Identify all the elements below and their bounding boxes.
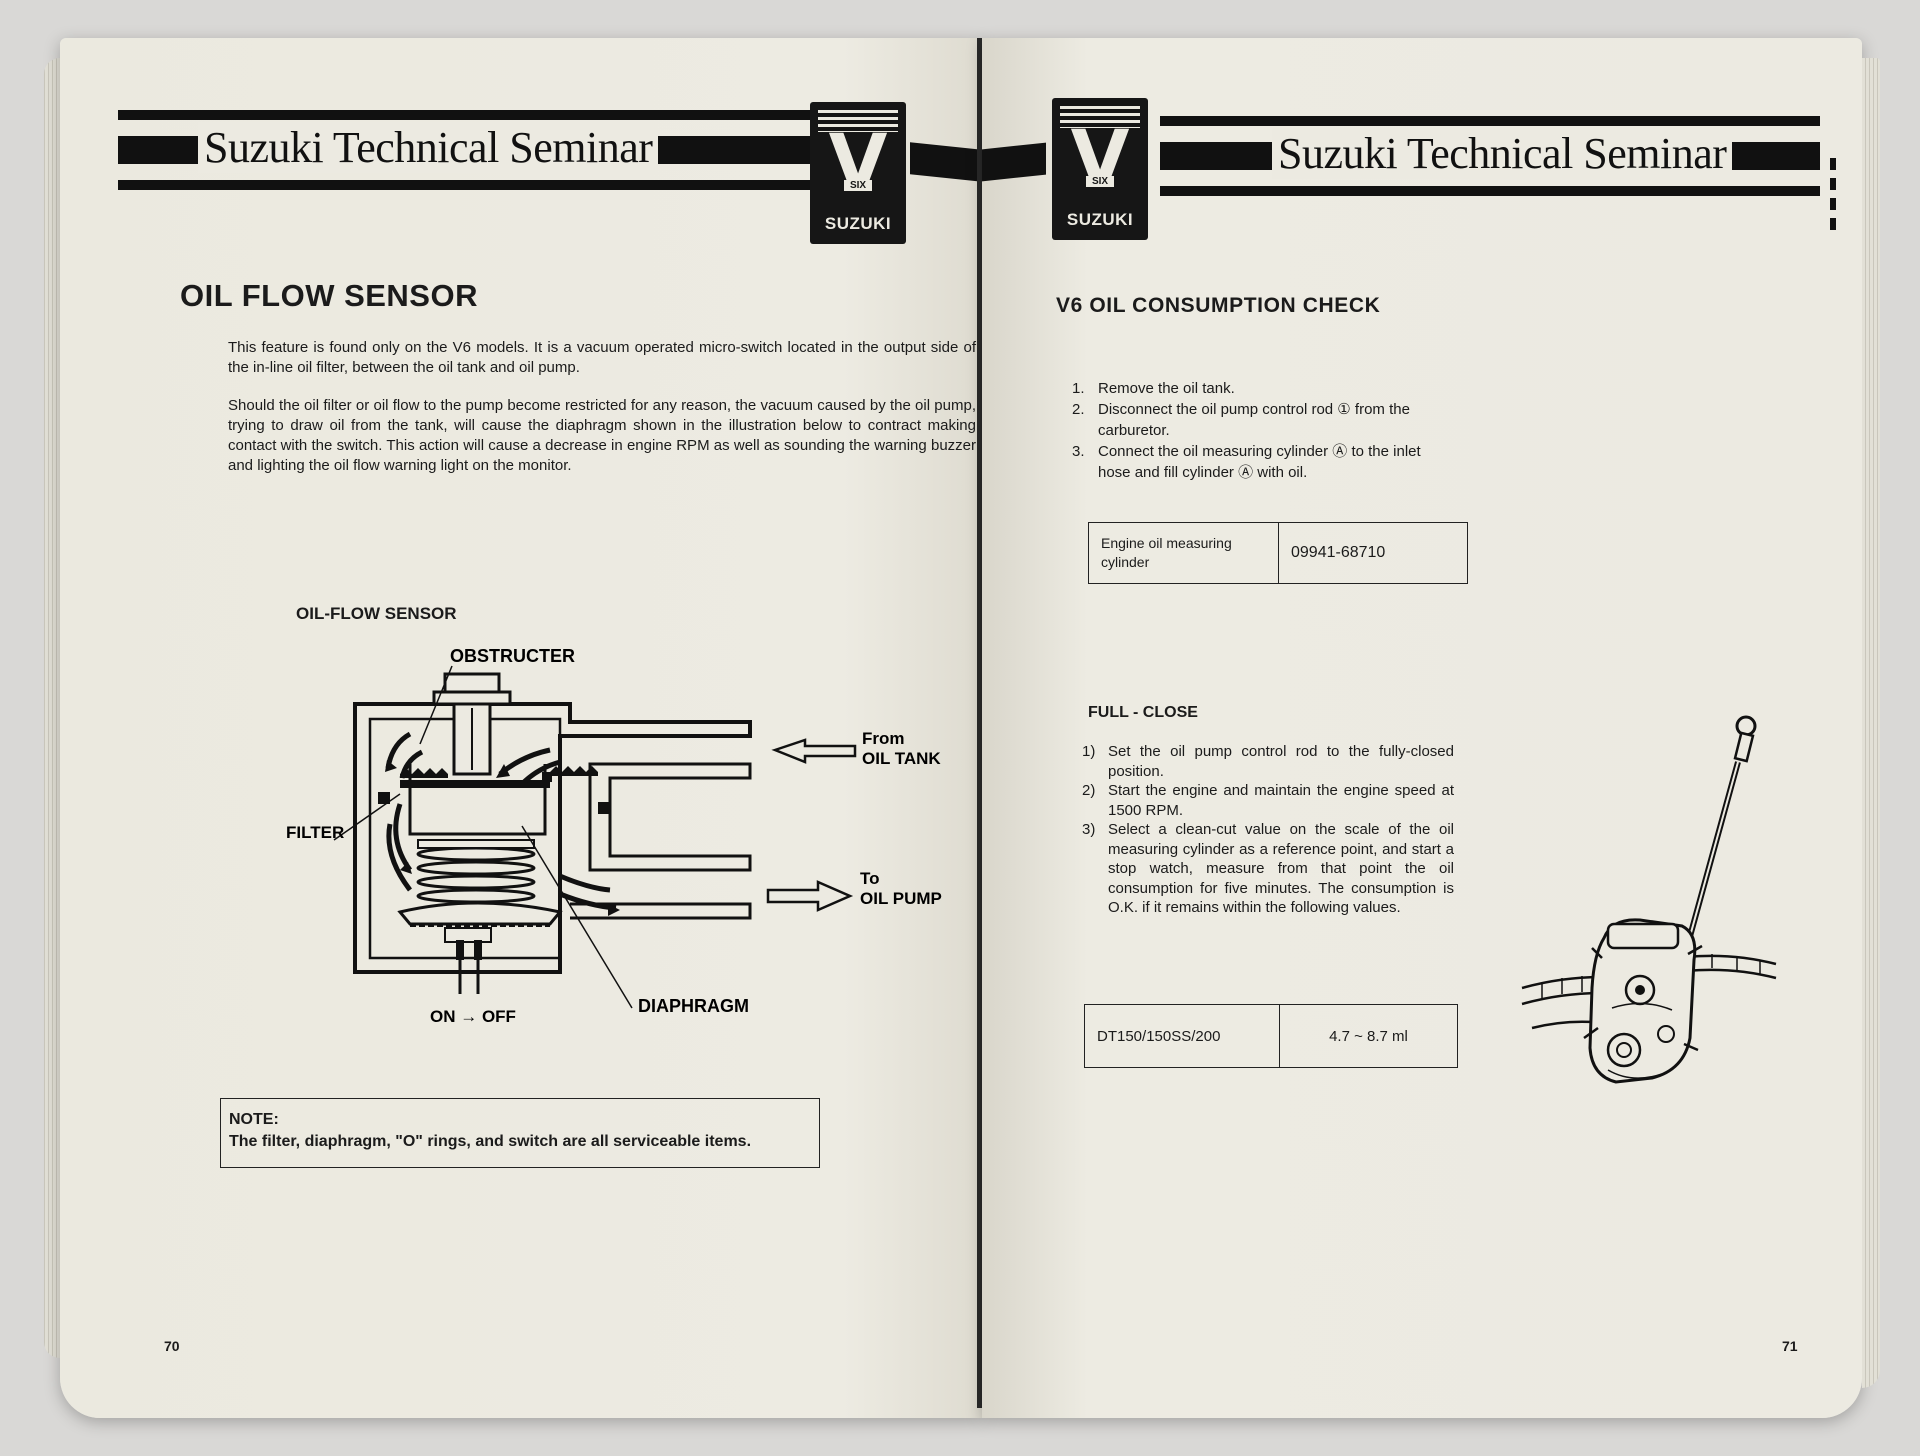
setup-steps: 1.Remove the oil tank. 2.Disconnect the …: [1072, 378, 1452, 483]
open-manual: Suzuki Technical Seminar V SIX SUZUKI OI…: [40, 28, 1880, 1428]
header-title: Suzuki Technical Seminar: [198, 122, 659, 173]
tool-table: Engine oil measuring cylinder 09941-6871…: [1088, 522, 1468, 584]
procedure-steps: 1)Set the oil pump control rod to the fu…: [1082, 742, 1454, 918]
tool-part-number: 09941-68710: [1278, 522, 1468, 584]
note-box: NOTE: The filter, diaphragm, "O" rings, …: [220, 1098, 820, 1168]
figure-title: OIL-FLOW SENSOR: [296, 604, 457, 623]
tool-name: Engine oil measuring cylinder: [1088, 522, 1279, 584]
header-band-left: Suzuki Technical Seminar: [118, 110, 848, 206]
oil-pump-illustration: [1521, 715, 1777, 1084]
header-band-right: Suzuki Technical Seminar: [1160, 116, 1820, 212]
label-diaphragm: DIAPHRAGM: [638, 996, 749, 1016]
oil-flow-sensor-diagram: OBSTRUCTER FILTER From OIL TANK To OIL P…: [286, 646, 942, 1026]
list-item: 2.Disconnect the oil pump control rod ① …: [1072, 401, 1410, 439]
page-number-left: 70: [164, 1338, 180, 1354]
label-to: To: [860, 869, 880, 888]
paragraph-2: Should the oil filter or oil flow to the…: [228, 397, 976, 474]
note-text: The filter, diaphragm, "O" rings, and sw…: [229, 1133, 752, 1150]
list-item: 3.Connect the oil measuring cylinder Ⓐ t…: [1072, 443, 1421, 481]
header-tick-marks: [1830, 158, 1836, 234]
label-oil-pump: OIL PUMP: [860, 889, 942, 908]
list-item: 2)Start the engine and maintain the engi…: [1082, 782, 1454, 819]
list-item: 1)Set the oil pump control rod to the fu…: [1082, 743, 1454, 780]
book-spine: [977, 38, 983, 1408]
v-six-logo-right: V SIX SUZUKI: [1052, 98, 1148, 240]
page-edges-right: [1862, 58, 1880, 1388]
spec-model: DT150/150SS/200: [1084, 1004, 1280, 1068]
page-edges-left: [44, 58, 60, 1358]
v-six-logo: V SIX SUZUKI: [810, 102, 906, 244]
left-page: Suzuki Technical Seminar V SIX SUZUKI OI…: [60, 38, 982, 1418]
list-item: 3)Select a clean-cut value on the scale …: [1082, 821, 1454, 916]
section-heading: V6 OIL CONSUMPTION CHECK: [1056, 294, 1381, 317]
band-connector-right: [982, 142, 1046, 182]
spec-table: DT150/150SS/200 4.7 ~ 8.7 ml: [1084, 1004, 1458, 1068]
label-oil-tank: OIL TANK: [862, 749, 941, 768]
paragraph-1: This feature is found only on the V6 mod…: [228, 339, 976, 376]
list-item: 1.Remove the oil tank.: [1072, 380, 1235, 397]
header-title-right: Suzuki Technical Seminar: [1272, 128, 1733, 179]
right-page: V SIX SUZUKI Suzuki Technical Seminar V6…: [982, 38, 1862, 1418]
label-from: From: [862, 729, 905, 748]
note-label: NOTE:: [229, 1111, 279, 1128]
page-number-right: 71: [1782, 1338, 1798, 1354]
label-filter: FILTER: [286, 823, 344, 842]
label-obstructer: OBSTRUCTER: [450, 646, 575, 666]
page-heading: OIL FLOW SENSOR: [180, 278, 478, 313]
spec-value: 4.7 ~ 8.7 ml: [1279, 1004, 1458, 1068]
label-switch: ON → OFF: [430, 1007, 516, 1026]
subheading-full-close: FULL - CLOSE: [1088, 704, 1198, 721]
band-connector-left: [910, 142, 982, 182]
